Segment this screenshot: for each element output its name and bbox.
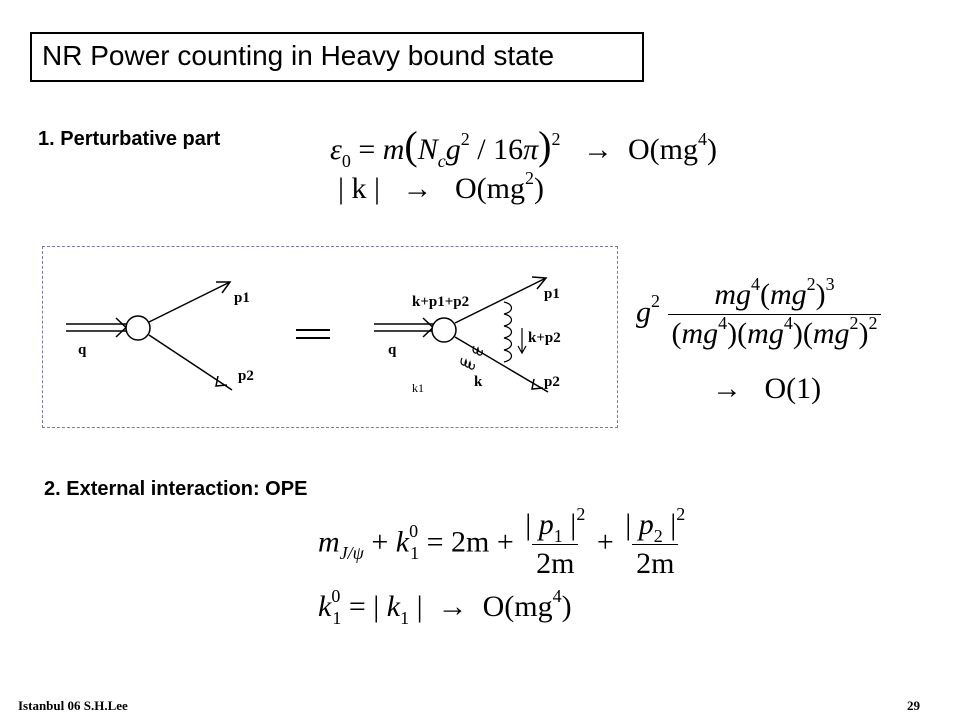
equation-k10: k01 = | k1 | → O(mg4) [318,586,572,628]
epsilon-order-exponent: 4 [697,129,707,149]
k-order: O(mg [455,172,526,205]
k-order-close: ) [534,172,545,205]
left-q-label: q [78,342,87,358]
equation-epsilon0: ε0 = m(Ncg2 / 16π)2 → O(mg4) [330,123,717,171]
eq4-mid: = | [348,590,380,623]
power-counting-fraction: g2 mg4(mg2)3 (mg4)(mg4)(mg2)2 [636,274,882,351]
right-kp1p2-label: k+p1+p2 [412,294,469,310]
feynman-diagrams: q p1 p2 q k+p1+p2 p1 k+p2 k [66,276,561,395]
right-k1-label: k1 [412,381,424,395]
title-box: NR Power counting in Heavy bound state [30,32,644,82]
eq3-denominator-1: 2m [532,544,579,581]
right-p2-label: p2 [544,374,560,390]
eq4-order: O(mg [482,590,553,623]
right-vertex-diagram: q k+p1+p2 p1 k+p2 k k1 p2 [374,276,561,395]
equation-k-magnitude: | k | → O(mg2) [338,168,545,205]
right-p1-label: p1 [544,286,560,302]
page-number: 29 [907,698,920,713]
footer-author: Istanbul 06 S.H.Lee [18,698,128,713]
power-counting-result: → O(1) [712,372,822,405]
left-p2-label: p2 [238,368,254,384]
power-result: O(1) [764,372,822,405]
power-fraction: mg4(mg2)3 (mg4)(mg4)(mg2)2 [667,274,882,351]
epsilon-order-close: ) [706,133,717,166]
eq3-rhs-start: = 2m + [426,525,514,559]
epsilon-order: O(mg [627,133,698,166]
right-k-label: k [474,374,483,390]
section-2-heading: 2. External interaction: OPE [44,478,308,500]
epsilon-symbol: ε [330,133,342,166]
left-p1-label: p1 [234,290,250,306]
right-q-label: q [388,342,397,358]
epsilon-subscript: 0 [341,151,351,171]
diagram-frame [42,246,618,428]
slide-title: NR Power counting in Heavy bound state [42,40,555,71]
eq3-denominator-2: 2m [632,544,679,581]
k-order-exponent: 2 [525,168,535,188]
left-vertex-diagram: q p1 p2 [66,281,254,391]
k-magnitude: | k | [338,172,381,205]
power-prefix-exponent: 2 [651,291,660,312]
power-prefix: g [636,295,651,329]
eq4-order-exponent: 4 [552,586,562,606]
eq4-order-close: ) [561,590,572,623]
right-kp2-label: k+p2 [528,330,561,346]
section-1-heading: 1. Perturbative part [38,128,221,150]
